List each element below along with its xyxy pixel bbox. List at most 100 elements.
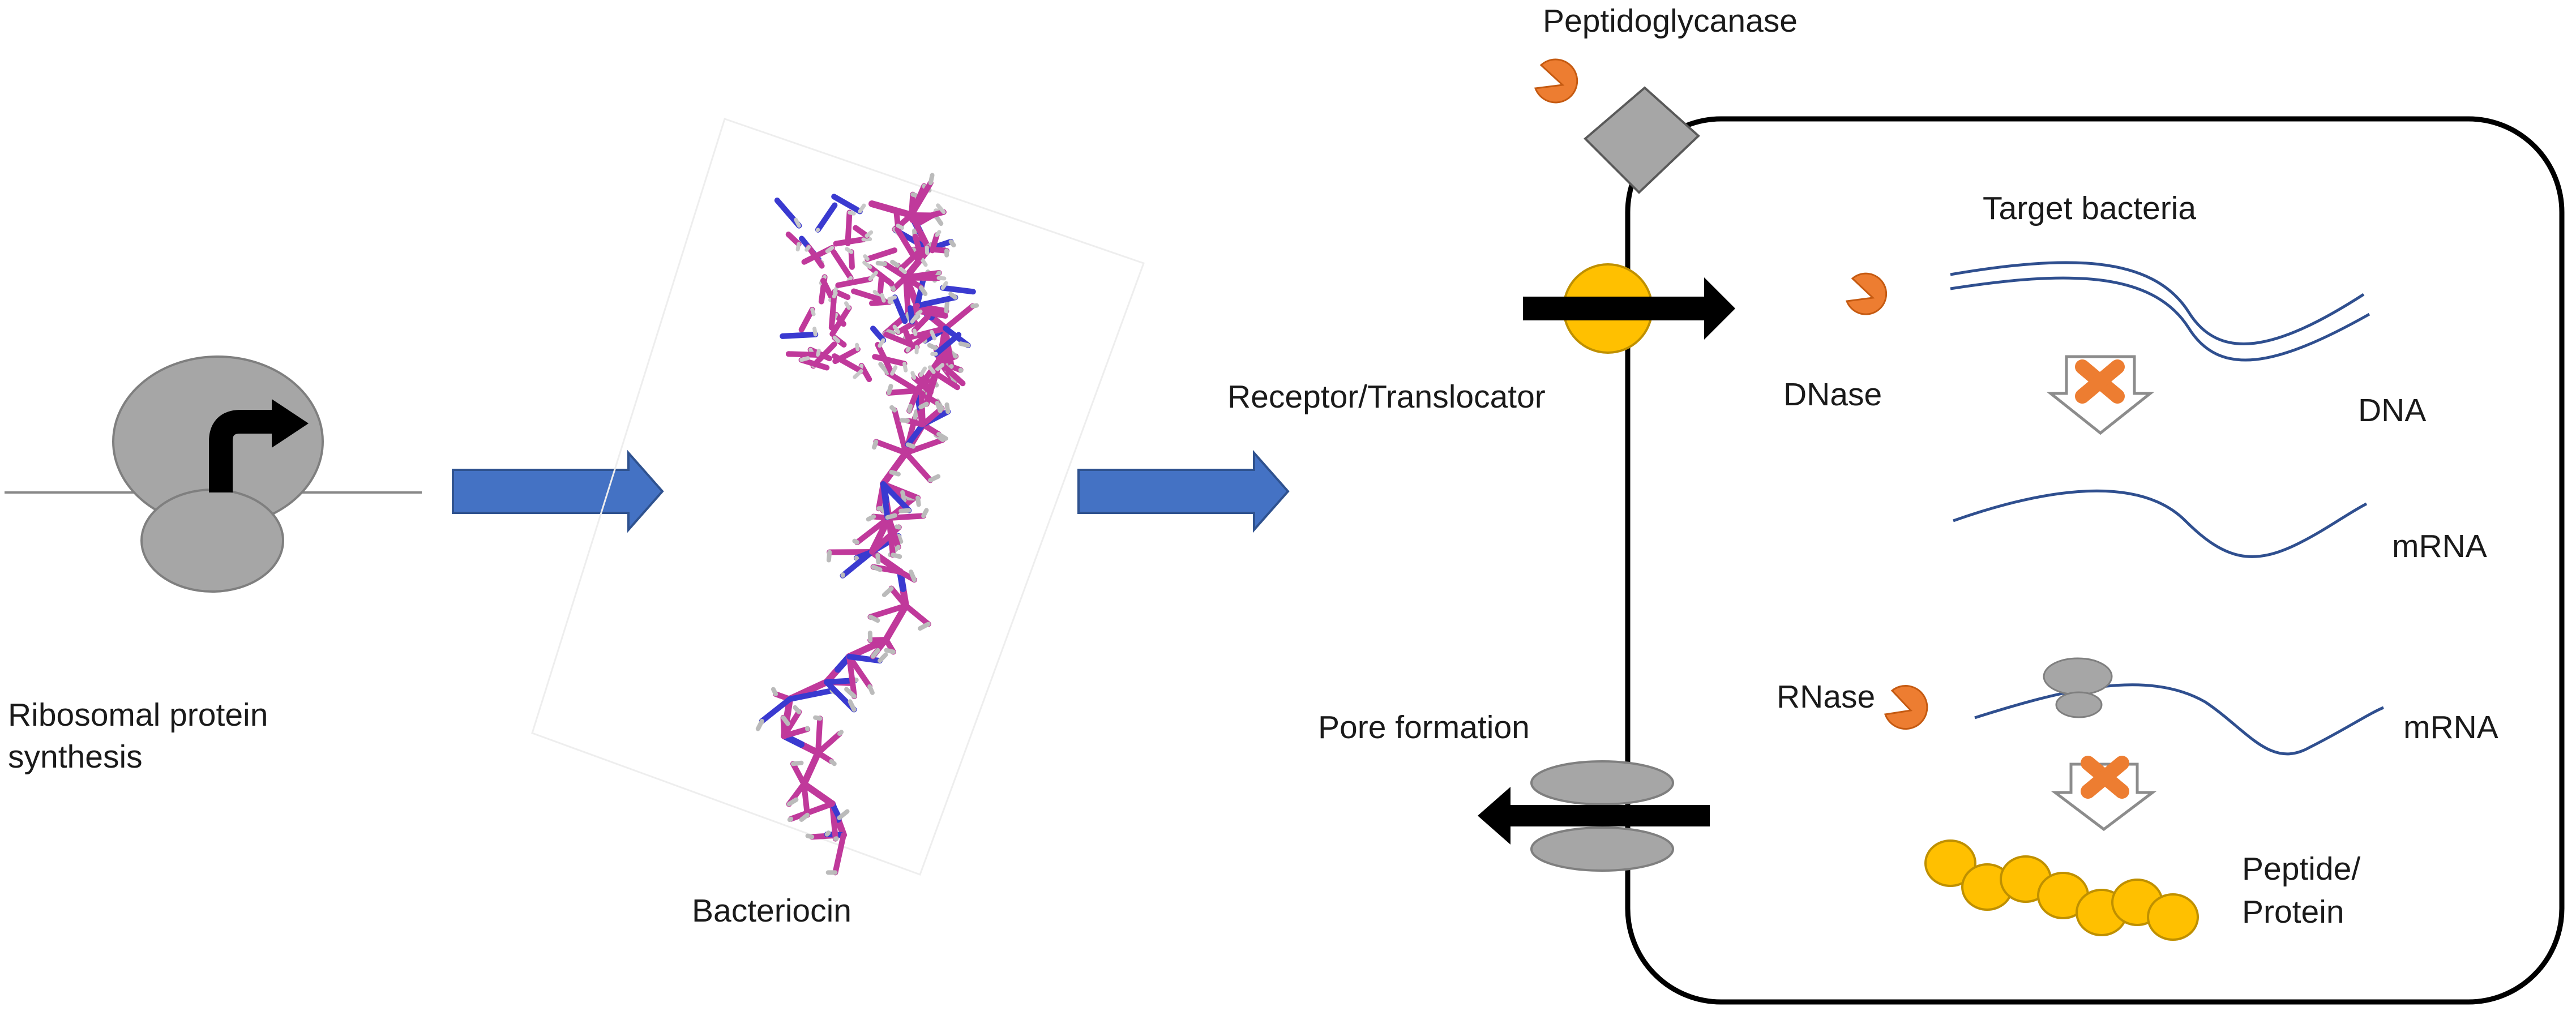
molecule-bond <box>755 718 764 731</box>
molecule-bond <box>871 564 883 572</box>
molecule-bond <box>832 335 841 343</box>
molecule-bond <box>872 354 908 367</box>
molecule-bond <box>785 351 821 358</box>
molecule-bond <box>868 271 878 281</box>
molecule-bond <box>948 292 958 300</box>
molecule-bond <box>929 232 940 254</box>
molecule-bond <box>812 327 818 337</box>
molecule-bond <box>958 341 970 348</box>
molecule-bond <box>912 314 931 333</box>
molecule-bond <box>840 549 875 579</box>
molecule-bond <box>805 245 811 252</box>
molecule-bond <box>877 275 884 300</box>
molecule-bond <box>896 533 904 544</box>
molecule-bond <box>890 259 900 268</box>
molecule-bond <box>846 654 857 700</box>
import-arrow-shaft <box>1523 297 1710 320</box>
molecule-bond <box>862 260 872 269</box>
molecule-bond <box>918 285 928 297</box>
export-arrow-shaft <box>1506 805 1710 826</box>
molecule-bond <box>944 300 949 314</box>
molecule-bond <box>892 407 909 456</box>
dna-strand-1 <box>1950 261 2365 345</box>
peptide-chain <box>1924 839 2199 941</box>
molecule-bond <box>829 759 837 766</box>
molecule-bond <box>832 832 846 876</box>
molecule-bond <box>919 366 927 377</box>
molecule-bond <box>891 552 902 559</box>
molecule-bond <box>790 760 804 766</box>
molecule-bond <box>873 439 909 456</box>
molecule-bond <box>848 210 856 216</box>
molecule-bond <box>831 249 854 281</box>
molecule-bond <box>759 696 793 724</box>
molecule-bond <box>905 442 916 449</box>
molecule-bond <box>835 276 874 288</box>
pore-upper-subunit <box>1530 760 1674 806</box>
molecule-bond <box>786 797 799 807</box>
molecule-bond <box>875 260 887 267</box>
molecule-bond <box>880 481 891 521</box>
molecule-bond <box>899 418 910 423</box>
label-dna: DNA <box>2358 392 2427 429</box>
molecule-bond <box>815 716 823 756</box>
molecule-bond <box>918 401 929 410</box>
molecule-bond <box>785 232 802 247</box>
molecule-bond <box>893 208 901 229</box>
molecule-bond <box>905 422 926 448</box>
molecule-bond <box>910 371 917 380</box>
molecule-bond <box>936 203 946 215</box>
molecule-bond <box>907 404 913 413</box>
translation-blocked-x-icon <box>2081 756 2129 799</box>
transcription-down-arrow <box>2046 355 2155 435</box>
molecule-bond <box>854 515 892 546</box>
label-target-bacteria: Target bacteria <box>1983 190 2197 226</box>
mrna-strand-1 <box>1953 489 2368 558</box>
molecule-bond <box>790 761 807 787</box>
molecule-bond <box>805 833 815 839</box>
molecule-bond <box>798 306 815 333</box>
molecule-bond <box>867 603 909 620</box>
molecule-bond <box>846 654 883 664</box>
molecule-bond <box>844 687 857 699</box>
molecule-bond <box>928 474 941 483</box>
pore-lower-subunit <box>1530 826 1674 872</box>
molecule-bonds <box>755 173 979 876</box>
molecule-bond <box>919 257 928 267</box>
flow-arrow-2 <box>1077 449 1290 533</box>
molecule-bond <box>853 225 870 239</box>
flow-arrow-1 <box>452 449 664 533</box>
molecule-bond <box>868 200 895 213</box>
molecule-bond <box>910 315 918 324</box>
molecule-bond <box>940 281 948 290</box>
molecule-bond <box>940 285 976 295</box>
molecule-bond <box>865 247 898 262</box>
molecule-bond <box>853 369 863 379</box>
molecule-bond <box>771 687 778 697</box>
molecule-bond <box>808 348 814 354</box>
molecule-bond <box>855 342 860 352</box>
dna-strand-2 <box>1950 276 2370 362</box>
translating-ribosome-small <box>2055 691 2103 718</box>
molecule-bond <box>837 809 850 820</box>
molecule-bond <box>865 230 874 238</box>
molecule-bond <box>892 294 908 324</box>
molecule-bond <box>845 209 853 246</box>
molecule-bond <box>825 246 835 254</box>
molecule-bond <box>927 365 936 374</box>
molecule-bond <box>878 362 890 375</box>
molecule-bond <box>781 715 790 726</box>
molecule-bond <box>910 192 919 198</box>
molecule-bond <box>872 439 879 450</box>
molecule-bond <box>939 362 966 387</box>
label-bacteriocin: Bacteriocin <box>692 893 851 929</box>
molecule-bond <box>883 332 920 350</box>
molecule-bond <box>788 801 835 822</box>
molecule-bond <box>848 249 855 270</box>
label-receptor-translocator: Receptor/Translocator <box>1227 379 1546 415</box>
molecule-bond <box>868 614 880 623</box>
import-arrowhead <box>1704 277 1735 340</box>
molecule-bond <box>903 450 934 483</box>
molecule-bond <box>915 309 923 316</box>
molecule-bond <box>918 372 930 391</box>
